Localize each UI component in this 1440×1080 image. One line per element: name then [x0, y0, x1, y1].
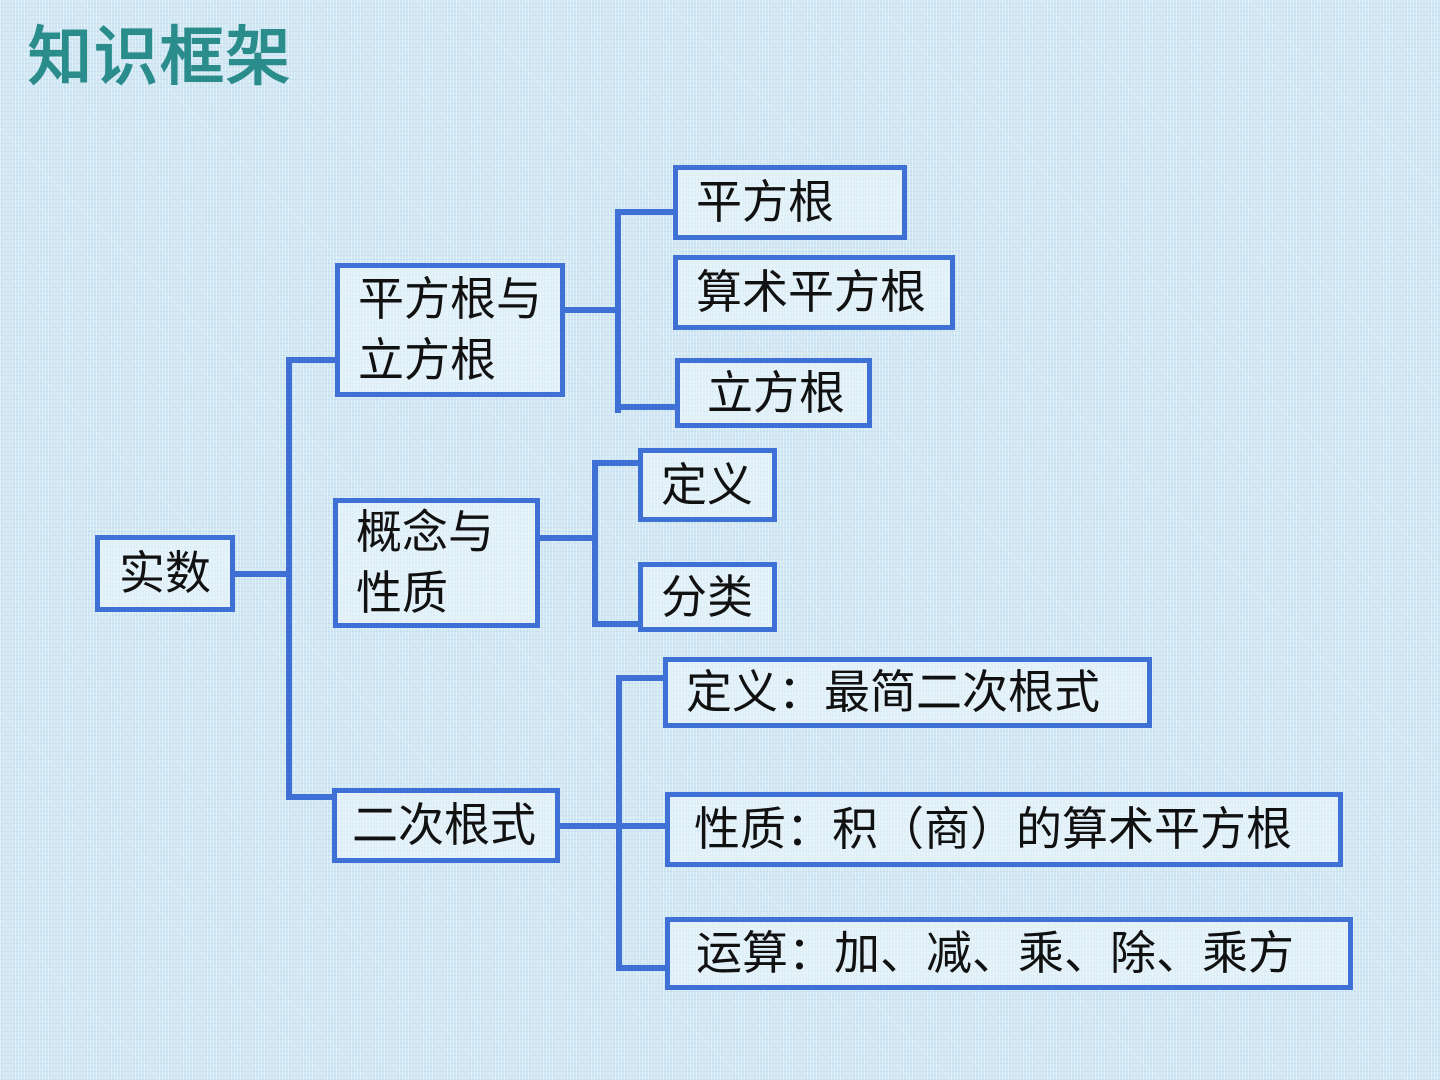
node-quadratic-radical: 二次根式 [332, 788, 560, 863]
node-arithmetic-square-root: 算术平方根 [673, 255, 955, 330]
connector-branch1-child3 [615, 404, 675, 410]
connector-branch3-child1 [616, 675, 663, 681]
node-concepts-and-properties: 概念与性质 [333, 498, 540, 628]
node-classification: 分类 [638, 562, 777, 632]
connector-branch1-vertical [615, 209, 621, 413]
connector-branch1-child1 [615, 209, 673, 215]
connector-root-trunk [235, 571, 292, 577]
connector-branch2-child2 [592, 621, 638, 627]
node-definition: 定义 [638, 448, 777, 522]
connector-trunk-vertical [286, 357, 292, 800]
node-square-root: 平方根 [673, 165, 907, 240]
node-cube-root: 立方根 [675, 358, 872, 428]
node-real-numbers: 实数 [95, 535, 235, 612]
connector-trunk-branch3 [286, 794, 332, 800]
page-title: 知识框架 [28, 21, 292, 93]
node-definition-simplest-radical: 定义：最简二次根式 [663, 657, 1152, 728]
connector-branch3-out [560, 823, 665, 829]
connector-branch2-child1 [592, 460, 638, 466]
node-square-and-cube-roots: 平方根与立方根 [335, 263, 565, 397]
connector-trunk-branch1 [286, 357, 335, 363]
connector-branch1-out [565, 307, 618, 313]
node-operations-add-sub-mul-div-power: 运算：加、减、乘、除、乘方 [665, 917, 1353, 990]
connector-branch2-out [540, 535, 598, 541]
connector-branch3-child3 [616, 965, 665, 971]
connector-branch2-vertical [592, 460, 598, 627]
connector-branch3-vertical [616, 675, 622, 971]
node-property-arithmetic-sqrt-of-product: 性质：积（商）的算术平方根 [665, 792, 1343, 867]
